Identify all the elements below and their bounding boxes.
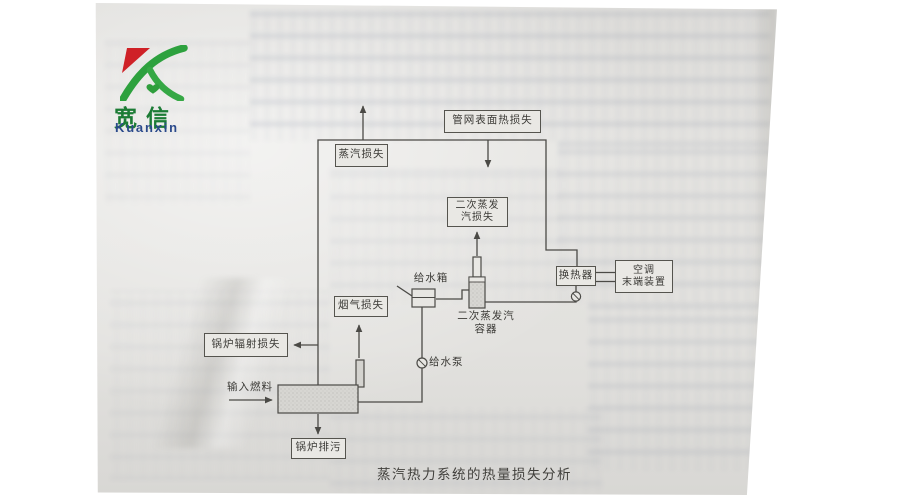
logo-swoosh-lower — [146, 66, 185, 101]
feedwater-line — [358, 307, 423, 403]
valve-tick — [572, 292, 580, 301]
box-steam-loss: 蒸汽损失 — [335, 144, 388, 167]
box-boiler-blowdown: 锅炉排污 — [291, 438, 346, 459]
box-flue-gas-loss: 烟气损失 — [334, 296, 388, 317]
label-fuel-input: 输入燃料 — [227, 382, 273, 393]
flash-vessel-lid — [468, 276, 486, 283]
figure-caption: 蒸汽热力系统的热量损失分析 — [377, 467, 572, 482]
flash-vessel-neck — [472, 256, 482, 278]
kuanxin-logo-mark — [120, 45, 188, 101]
box-boiler-radiation-loss: 锅炉辐射损失 — [204, 333, 288, 357]
bleedthrough-texture-center — [330, 168, 560, 303]
label-flash-steam-vessel: 二次蒸发汽 容器 — [457, 311, 515, 336]
chimney-shape — [355, 359, 365, 388]
bleedthrough-texture-bottom-mid — [330, 408, 602, 492]
feed-pump-tick — [418, 359, 426, 367]
bleedthrough-texture-right-lower — [588, 303, 770, 471]
box-ac-terminal: 空调 末端装置 — [615, 260, 673, 293]
logo-name-english: Kuanxin — [115, 120, 179, 135]
paper-crease — [95, 278, 353, 448]
logo-red-triangle — [122, 48, 150, 73]
logo-heart — [146, 84, 160, 94]
condensate-return-line — [485, 286, 577, 303]
main-steam-loop-line — [317, 139, 578, 386]
box-pipe-network-surface-heat-loss: 管网表面热损失 — [444, 110, 541, 133]
label-feed-water-tank: 给水箱 — [413, 273, 449, 284]
logo-name-chinese: 宽信 — [114, 106, 178, 131]
label-feed-water-pump: 给水泵 — [429, 357, 464, 368]
logo-swoosh-upper — [120, 45, 188, 101]
bleedthrough-texture-left-top — [105, 40, 250, 205]
box-heat-exchanger: 换热器 — [556, 266, 596, 286]
box-flash-steam-loss: 二次蒸发 汽损失 — [447, 197, 508, 227]
boiler-shape — [277, 384, 359, 414]
tank-inlet-line — [396, 285, 413, 297]
tank-to-vessel-line — [436, 289, 469, 300]
